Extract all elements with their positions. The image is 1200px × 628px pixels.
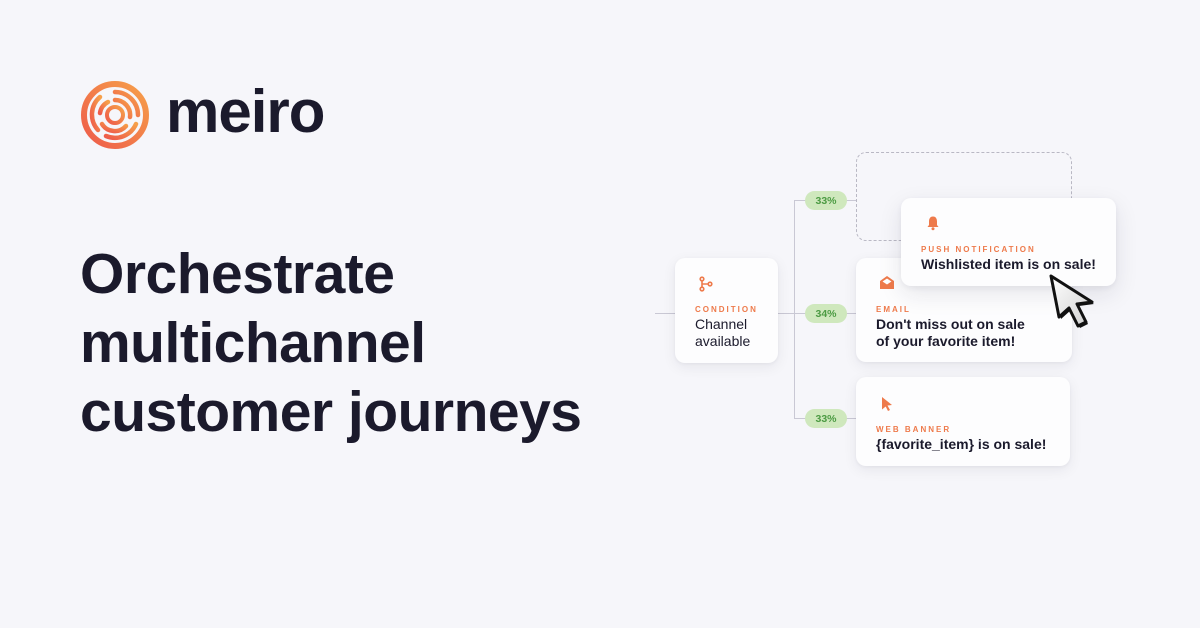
connector-line bbox=[778, 313, 794, 314]
split-percent-badge: 34% bbox=[805, 304, 847, 323]
maze-circle-icon bbox=[81, 81, 149, 149]
node-title-line: available bbox=[695, 333, 751, 349]
node-type-label: CONDITION bbox=[695, 305, 758, 314]
mouse-cursor-icon bbox=[1049, 274, 1094, 328]
connector-line bbox=[794, 200, 795, 419]
pointer-icon bbox=[882, 397, 892, 411]
connector-line bbox=[846, 200, 856, 201]
node-message-line: of your favorite item! bbox=[876, 333, 1016, 349]
node-message: Wishlisted item is on sale! bbox=[921, 256, 1096, 272]
envelope-open-icon bbox=[880, 276, 894, 289]
connector-line bbox=[846, 313, 856, 314]
node-message: Don't miss out on sale of your favorite … bbox=[876, 316, 1025, 350]
node-type-label: PUSH NOTIFICATION bbox=[921, 245, 1036, 254]
bell-icon bbox=[927, 216, 939, 231]
web-banner-node[interactable]: WEB BANNER {favorite_item} is on sale! bbox=[856, 377, 1070, 466]
connector-line bbox=[794, 418, 806, 419]
connector-line bbox=[655, 313, 675, 314]
node-title: Channel available bbox=[695, 316, 750, 350]
page-headline: Orchestrate multichannel customer journe… bbox=[80, 240, 582, 447]
headline-line: customer journeys bbox=[80, 380, 582, 444]
headline-line: multichannel bbox=[80, 311, 426, 375]
branch-icon bbox=[699, 276, 713, 292]
brand-logo: meiro bbox=[80, 78, 325, 150]
connector-line bbox=[846, 418, 856, 419]
brand-name: meiro bbox=[166, 78, 325, 145]
node-message: {favorite_item} is on sale! bbox=[876, 436, 1047, 452]
node-message-line: Don't miss out on sale bbox=[876, 316, 1025, 332]
connector-line bbox=[794, 313, 806, 314]
split-percent-badge: 33% bbox=[805, 191, 847, 210]
node-type-label: EMAIL bbox=[876, 305, 911, 314]
split-percent-badge: 33% bbox=[805, 409, 847, 428]
node-title-line: Channel bbox=[695, 316, 748, 332]
push-notification-node[interactable]: PUSH NOTIFICATION Wishlisted item is on … bbox=[901, 198, 1116, 286]
headline-line: Orchestrate bbox=[80, 242, 395, 306]
node-type-label: WEB BANNER bbox=[876, 425, 952, 434]
condition-node[interactable]: CONDITION Channel available bbox=[675, 258, 778, 363]
connector-line bbox=[794, 200, 806, 201]
